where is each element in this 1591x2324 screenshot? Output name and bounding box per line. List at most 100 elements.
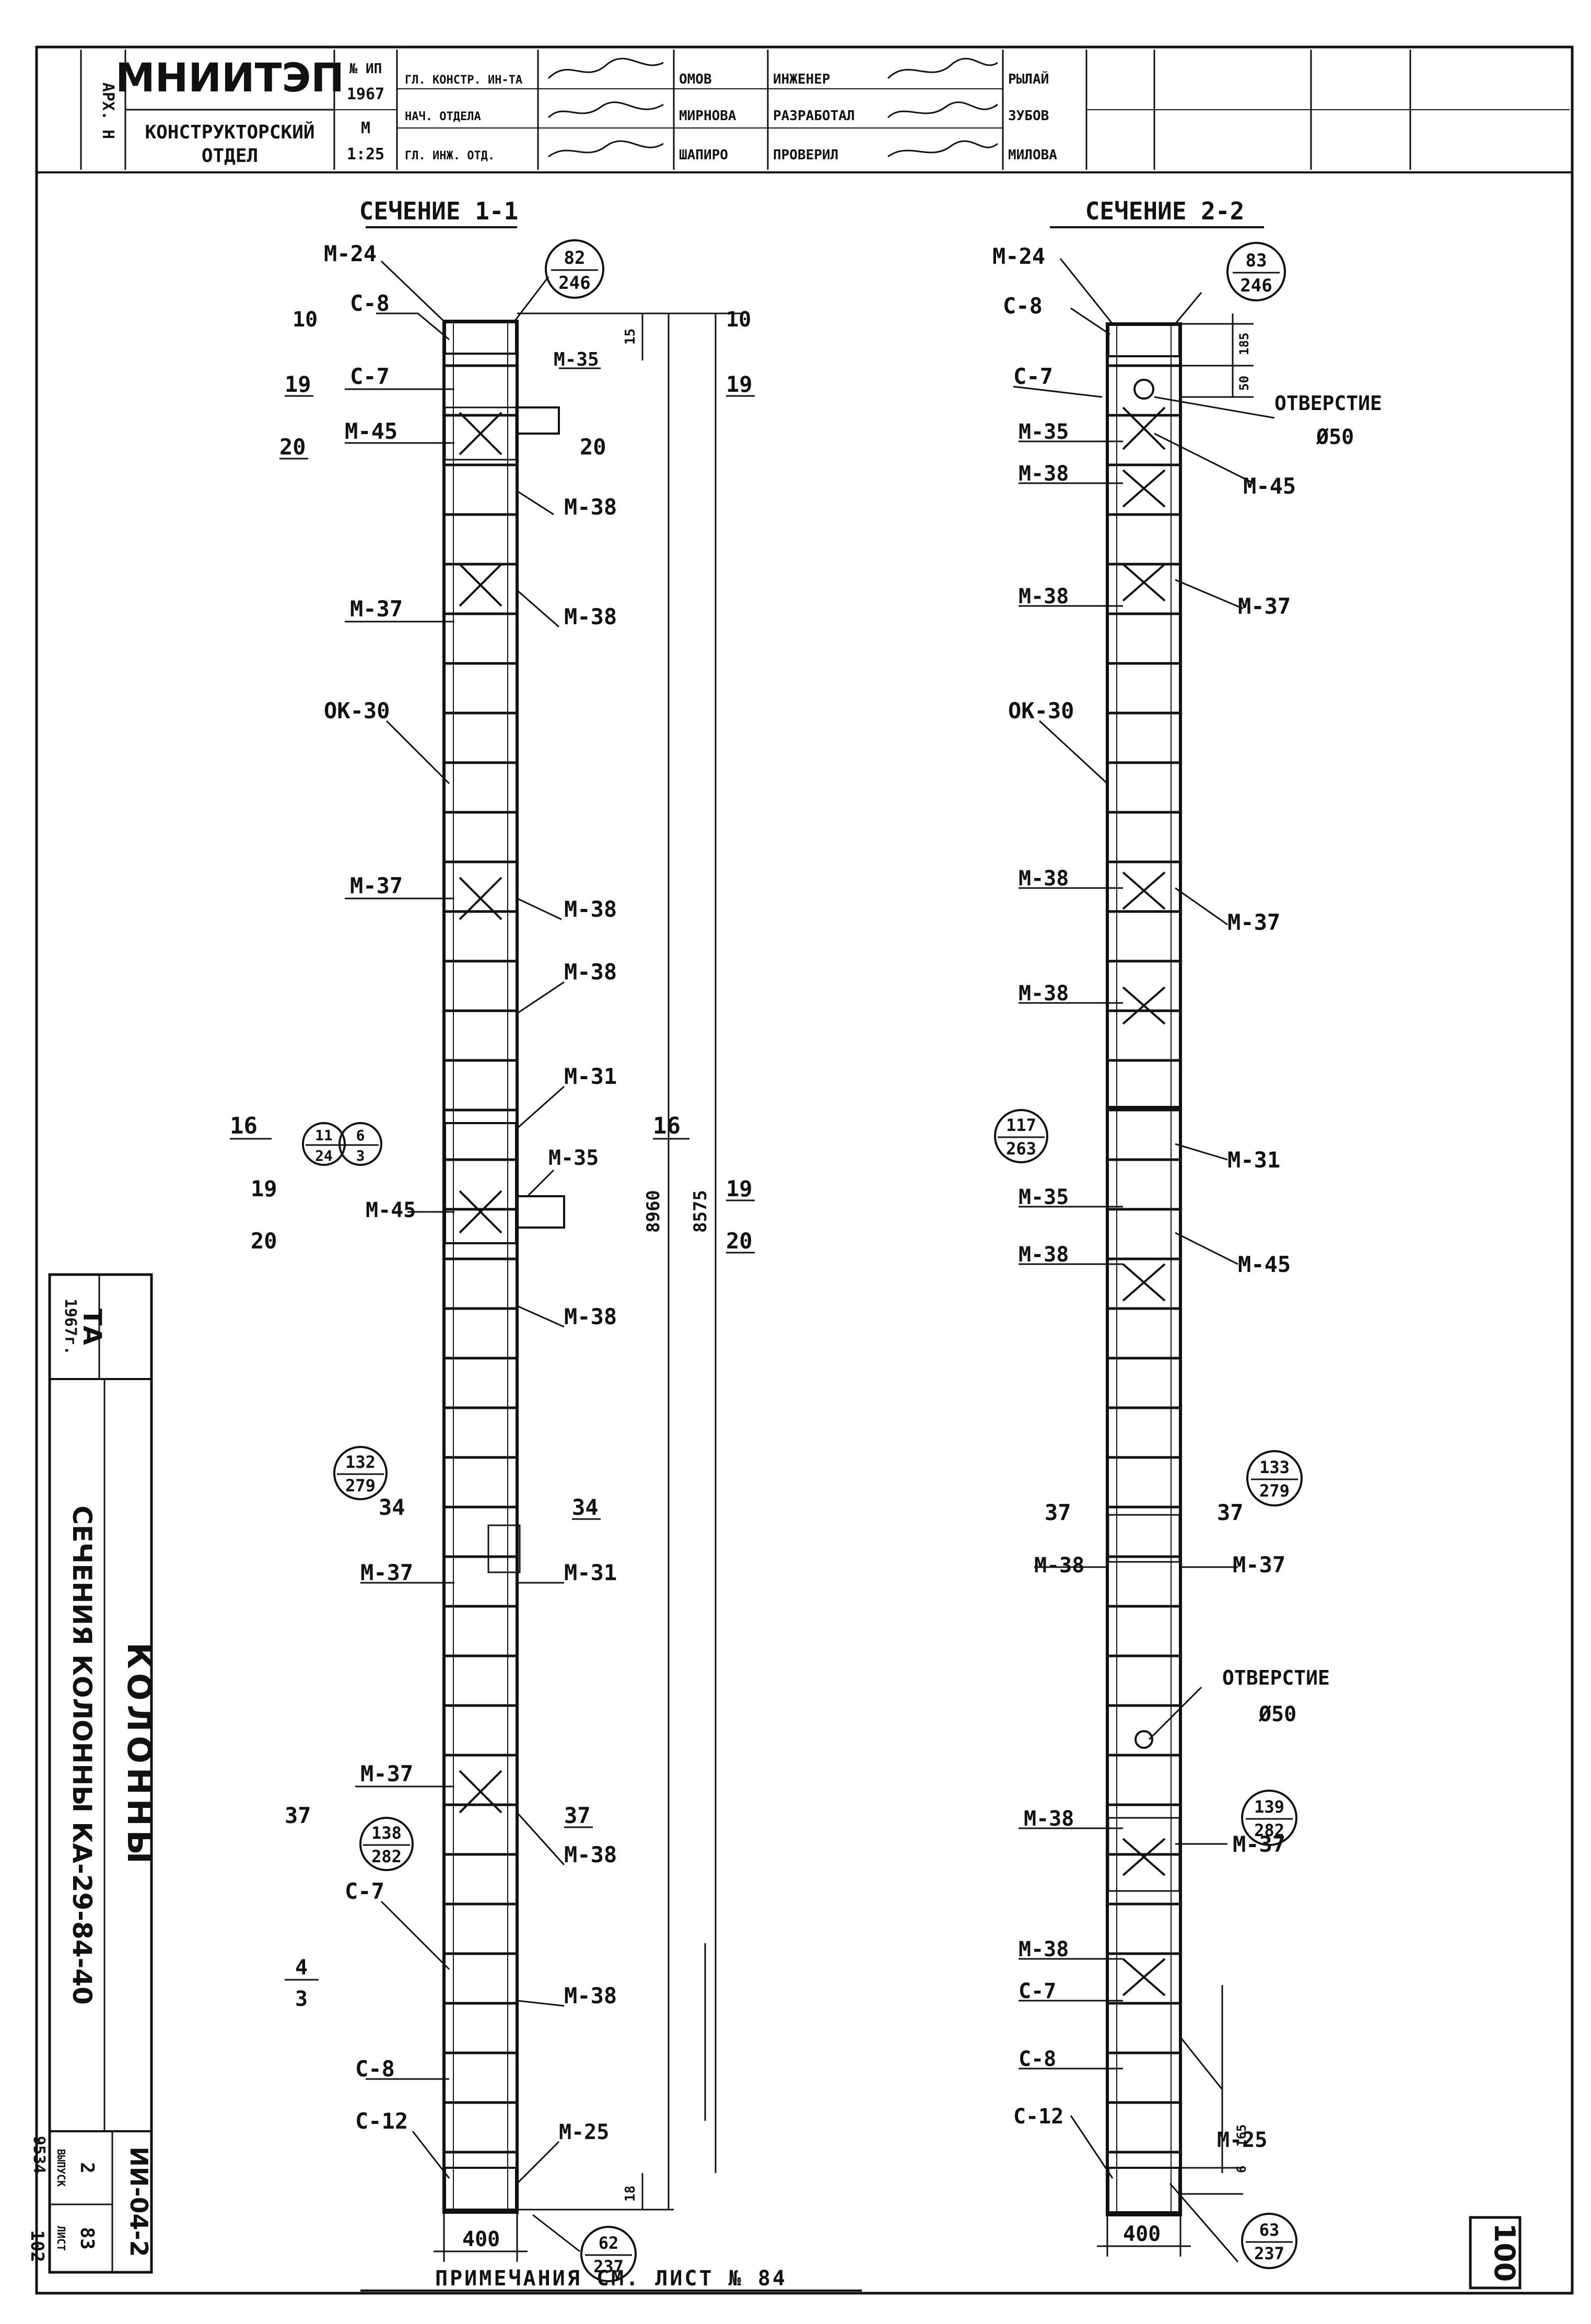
role-2: НАЧ. ОТДЕЛА <box>405 110 481 123</box>
callout-6: 6 <box>356 1127 365 1144</box>
dim-width-1: 400 <box>462 2227 500 2251</box>
label-m38-6: М-38 <box>564 1842 617 1867</box>
page-number-box <box>1469 2216 1522 2290</box>
label2-hole-dim-1: Ø50 <box>1316 425 1354 449</box>
label2-hole-1: ОТВЕРСТИЕ <box>1274 392 1382 415</box>
stamp-list: 83 <box>76 2227 98 2249</box>
callout-132: 132 <box>345 1452 376 1472</box>
callout2-83: 83 <box>1246 250 1267 271</box>
dim2-bot-1: 165 <box>1234 2124 1249 2147</box>
label2-c12: С-12 <box>1013 2105 1063 2129</box>
label-c12: С-12 <box>355 2108 408 2134</box>
name-right-3: МИЛОВА <box>1008 147 1057 163</box>
label2-m45-2: М-45 <box>1238 1252 1291 1277</box>
stamp-list-label: ЛИСТ <box>55 2226 67 2251</box>
label-10-right: 10 <box>726 308 751 332</box>
label2-m24: М-24 <box>992 243 1045 269</box>
label-c8: С-8 <box>350 290 390 316</box>
callout-24: 24 <box>315 1147 333 1164</box>
callout-279: 279 <box>345 1476 376 1496</box>
mesh-c8-bottom-2 <box>1107 2167 1180 2213</box>
dim-height-2: 8575 <box>690 1190 711 1233</box>
embedded-plate-m31 <box>444 1122 517 1244</box>
stamp-inv: 9534 <box>30 2136 48 2174</box>
role2-2: РАЗРАБОТАЛ <box>773 108 855 124</box>
role2-3: ПРОВЕРИЛ <box>773 147 838 163</box>
stamp-code: ИИ-04-2 <box>125 2146 153 2257</box>
dim-top: 15 <box>623 329 638 345</box>
section-2-2: СЕЧЕНИЕ 2-2 <box>992 197 1382 2269</box>
label-m35-top: М-35 <box>554 349 599 370</box>
label-20-mid-right: 20 <box>726 1228 753 1254</box>
label-ok30: ОК-30 <box>324 698 390 723</box>
callout2-117: 117 <box>1006 1115 1036 1135</box>
label2-m38-1: М-38 <box>1019 462 1069 486</box>
label2-m38-3: М-38 <box>1019 867 1069 891</box>
archive-side-mark: АРХ. Н <box>99 83 117 139</box>
callout-246: 246 <box>558 273 590 294</box>
callout-11: 11 <box>315 1127 333 1144</box>
dim-bottom: 18 <box>623 2186 638 2202</box>
label-m37-4: М-37 <box>360 1761 413 1786</box>
label2-hole-2: ОТВЕРСТИЕ <box>1222 1666 1330 1689</box>
dim2-bot-2: 6 <box>1234 2166 1249 2173</box>
title-block: АРХ. Н МНИИТЭП КОНСТРУКТОРСКИЙ ОТДЕЛ № И… <box>80 50 1570 170</box>
side-stamp: 1967г. ТА КОЛОННЫ СЕЧЕНИЯ КОЛОННЫ КА-29-… <box>27 1273 158 2274</box>
role-3: ГЛ. ИНЖ. ОТД. <box>405 149 495 162</box>
stamp-kolonny: КОЛОННЫ <box>120 1642 158 1868</box>
callout2-279: 279 <box>1259 1481 1290 1501</box>
label-16-right: 16 <box>653 1113 681 1139</box>
stamp-vyp-label: ВЫПУСК <box>55 2149 67 2187</box>
callout2-246: 246 <box>1240 275 1272 296</box>
label-m38-3: М-38 <box>564 896 617 922</box>
label-m35-mid: М-35 <box>548 1146 599 1170</box>
label2-m35: М-35 <box>1019 420 1069 444</box>
label-m38-7: М-38 <box>564 1983 617 2008</box>
signature-4 <box>887 57 998 79</box>
label-19-mid-left: 19 <box>251 1176 277 1201</box>
label2-m38-5: М-38 <box>1019 1243 1069 1267</box>
label2-m38-4: М-38 <box>1019 982 1069 1006</box>
column-1-stirrups <box>445 364 516 2154</box>
label2-c8-bottom: С-8 <box>1019 2047 1056 2071</box>
label-20-mid-left: 20 <box>251 1228 277 1254</box>
label-m25: М-25 <box>559 2120 609 2144</box>
role2-1: ИНЖЕНЕР <box>773 72 830 87</box>
label2-m45-1: М-45 <box>1243 473 1296 499</box>
label-10-left: 10 <box>293 308 318 332</box>
label-16-left: 16 <box>230 1113 258 1139</box>
label-m31-2: М-31 <box>564 1560 617 1585</box>
dim2-top-2: 50 <box>1237 376 1251 391</box>
callout-82: 82 <box>564 248 586 268</box>
role-1: ГЛ. КОНСТР. ИН-ТА <box>405 74 522 87</box>
callout2-63: 63 <box>1259 2220 1280 2240</box>
label2-m31: М-31 <box>1227 1147 1280 1173</box>
section-1-1: СЕЧЕНИЕ 1-1 <box>230 197 755 2282</box>
label-m37-3: М-37 <box>360 1560 413 1585</box>
label-m38-5: М-38 <box>564 1304 617 1329</box>
label-c8-bottom: С-8 <box>355 2056 395 2082</box>
signature-3 <box>548 140 664 158</box>
callout-3: 3 <box>356 1147 365 1164</box>
label-20-left: 20 <box>279 434 306 460</box>
dept-line-2: ОТДЕЛ <box>202 145 258 167</box>
signature-6 <box>887 140 998 158</box>
label-m38-1: М-38 <box>564 494 617 520</box>
dim-width-2: 400 <box>1123 2222 1161 2246</box>
label-19-right: 19 <box>726 371 753 397</box>
name-left-2: МИРНОВА <box>679 108 736 124</box>
label2-c8: С-8 <box>1003 293 1043 319</box>
dim2-top-1: 185 <box>1237 333 1251 355</box>
label2-m38-8: М-38 <box>1019 1937 1069 1961</box>
label-m37-2: М-37 <box>350 873 403 898</box>
label2-m35-2: М-35 <box>1019 1185 1069 1209</box>
label2-37-left: 37 <box>1045 1500 1071 1525</box>
label2-37-right: 37 <box>1217 1500 1244 1525</box>
callout2-133: 133 <box>1259 1457 1290 1477</box>
name-left-1: ОМОВ <box>679 72 712 87</box>
label2-ok: ОК-30 <box>1008 698 1074 723</box>
callout-282: 282 <box>371 1847 402 1866</box>
dept-line-1: КОНСТРУКТОРСКИЙ <box>145 121 314 143</box>
embedded-plate-37 <box>1107 1514 1180 1563</box>
